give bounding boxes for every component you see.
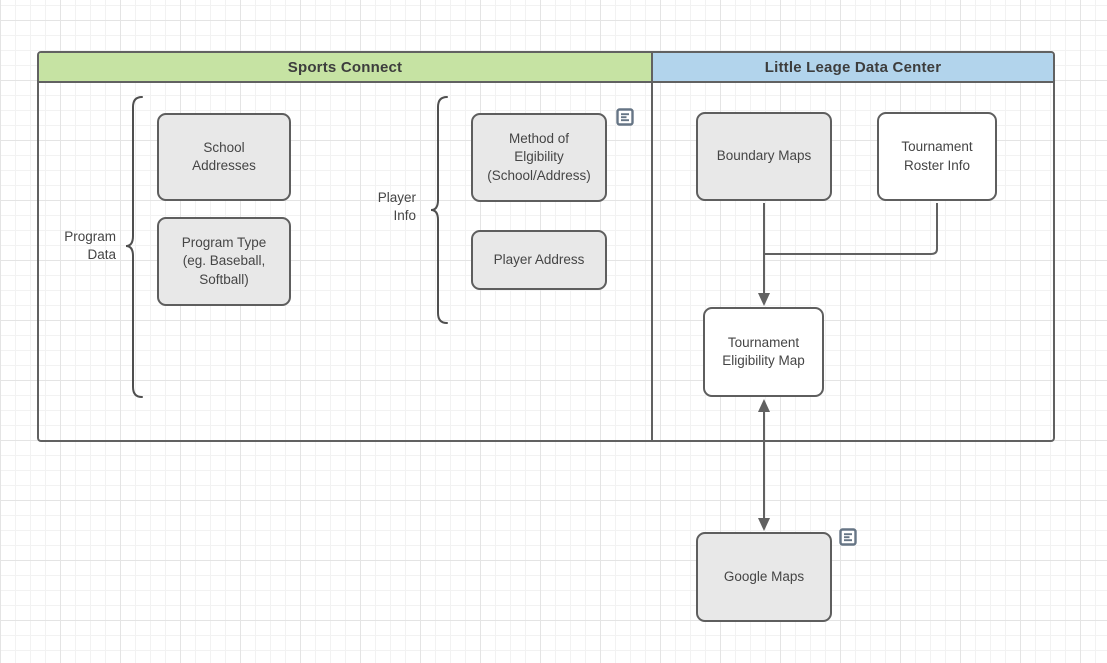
- program-data-brace[interactable]: [125, 96, 143, 398]
- pool-title-sports-connect: Sports Connect: [287, 58, 403, 76]
- node-method-of-eligibility[interactable]: Method of Elgibility (School/Address): [471, 113, 607, 202]
- arrowhead-into-google-maps: [758, 518, 770, 531]
- node-boundary-maps[interactable]: Boundary Maps: [696, 112, 832, 201]
- arrowhead-into-eligibility-bottom: [758, 399, 770, 412]
- edge-roster-to-eligibility[interactable]: [764, 203, 938, 255]
- node-label: Google Maps: [723, 568, 805, 584]
- program-data-label[interactable]: Program Data: [64, 229, 116, 263]
- arrowhead-into-eligibility-map: [758, 293, 770, 306]
- node-label: Method of Elgibility (School/Address): [487, 131, 591, 183]
- pool-divider: [651, 53, 653, 440]
- node-label: Boundary Maps: [716, 148, 812, 164]
- node-google-maps[interactable]: Google Maps: [696, 532, 832, 622]
- node-label: Tournament Roster Info: [901, 139, 973, 173]
- node-program-type[interactable]: Program Type (eg. Baseball, Softball): [157, 217, 291, 306]
- note-icon[interactable]: [839, 528, 857, 546]
- node-label: Player Address: [493, 251, 585, 267]
- node-tournament-eligibility-map[interactable]: Tournament Eligibility Map: [703, 307, 824, 397]
- player-info-brace[interactable]: [430, 96, 448, 324]
- node-label: Program Type (eg. Baseball, Softball): [181, 235, 267, 287]
- pool-title-little-league-data-center: Little Leage Data Center: [764, 58, 942, 76]
- node-label: Tournament Eligibility Map: [722, 334, 805, 368]
- player-info-label[interactable]: Player Info: [377, 190, 416, 224]
- node-school-addresses[interactable]: School Addresses: [157, 113, 291, 201]
- pool-header-sports-connect[interactable]: Sports Connect: [39, 53, 651, 83]
- pool-container[interactable]: Sports Connect Little Leage Data Center: [37, 51, 1055, 442]
- node-label: School Addresses: [192, 139, 256, 173]
- node-tournament-roster-info[interactable]: Tournament Roster Info: [877, 112, 997, 201]
- pool-header-little-league-data-center[interactable]: Little Leage Data Center: [653, 53, 1053, 83]
- note-icon[interactable]: [616, 108, 634, 126]
- node-player-address[interactable]: Player Address: [471, 230, 607, 290]
